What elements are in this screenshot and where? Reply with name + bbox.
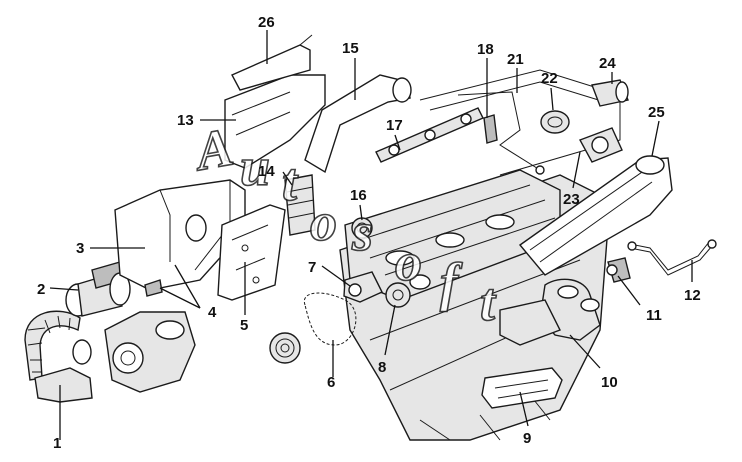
callout-label-13: 13 — [177, 112, 194, 129]
callout-label-17: 17 — [386, 117, 403, 134]
watermark-letter: o — [395, 232, 422, 292]
callout-label-2: 2 — [37, 281, 45, 298]
fuel-rail — [375, 107, 484, 163]
callout-label-5: 5 — [240, 317, 248, 334]
fuel-line — [457, 91, 545, 175]
pipe — [627, 239, 717, 276]
callout-label-12: 12 — [684, 287, 701, 304]
callout-label-14: 14 — [258, 163, 275, 180]
sensor — [606, 257, 631, 283]
callout-label-25: 25 — [648, 104, 665, 121]
callout-label-23: 23 — [563, 191, 580, 208]
exhaust-manifold — [499, 278, 601, 346]
callout-label-6: 6 — [327, 374, 335, 391]
water-pump — [385, 274, 431, 308]
callout-label-3: 3 — [76, 240, 84, 257]
callout-label-7: 7 — [308, 259, 316, 276]
cover-plate — [231, 34, 313, 91]
gasket-plate — [217, 204, 286, 301]
callout-label-4: 4 — [208, 304, 217, 321]
watermark: A u t o s o f t — [188, 116, 498, 333]
callout-label-9: 9 — [523, 430, 531, 447]
callout-label-21: 21 — [507, 51, 524, 68]
watermark-letter: u — [240, 137, 270, 197]
watermark-letter: s — [351, 202, 373, 262]
throttle-body — [540, 110, 570, 134]
callout-label-16: 16 — [350, 187, 367, 204]
callout-label-18: 18 — [477, 41, 494, 58]
intake-pipe — [304, 74, 412, 174]
callout-label-26: 26 — [258, 14, 275, 31]
callout-label-24: 24 — [599, 55, 616, 72]
leader-lines — [49, 30, 693, 440]
callout-label-8: 8 — [378, 359, 386, 376]
flange — [578, 127, 623, 163]
air-flow-meter — [65, 261, 131, 317]
thermostat-housing — [343, 271, 383, 303]
air-filter-housing — [114, 179, 246, 297]
watermark-letter: t — [480, 272, 497, 332]
callout-label-10: 10 — [601, 374, 618, 391]
callout-label-11: 11 — [646, 307, 662, 324]
valve — [591, 79, 629, 107]
callout-label-15: 15 — [342, 40, 359, 57]
callout-labels: 1 2 3 4 5 6 7 8 9 10 11 12 13 14 15 16 1… — [37, 14, 701, 452]
duct-sleeve — [284, 174, 316, 236]
turbocharger — [104, 311, 196, 393]
timing-chain — [269, 292, 357, 364]
intake-manifold — [518, 155, 673, 276]
heat-shield — [481, 367, 563, 409]
callout-label-1: 1 — [53, 435, 61, 452]
callout-label-22: 22 — [541, 70, 558, 87]
watermark-letter: o — [310, 192, 337, 252]
injector — [483, 114, 498, 144]
intake-duct — [224, 74, 326, 169]
intake-hose — [24, 310, 93, 403]
